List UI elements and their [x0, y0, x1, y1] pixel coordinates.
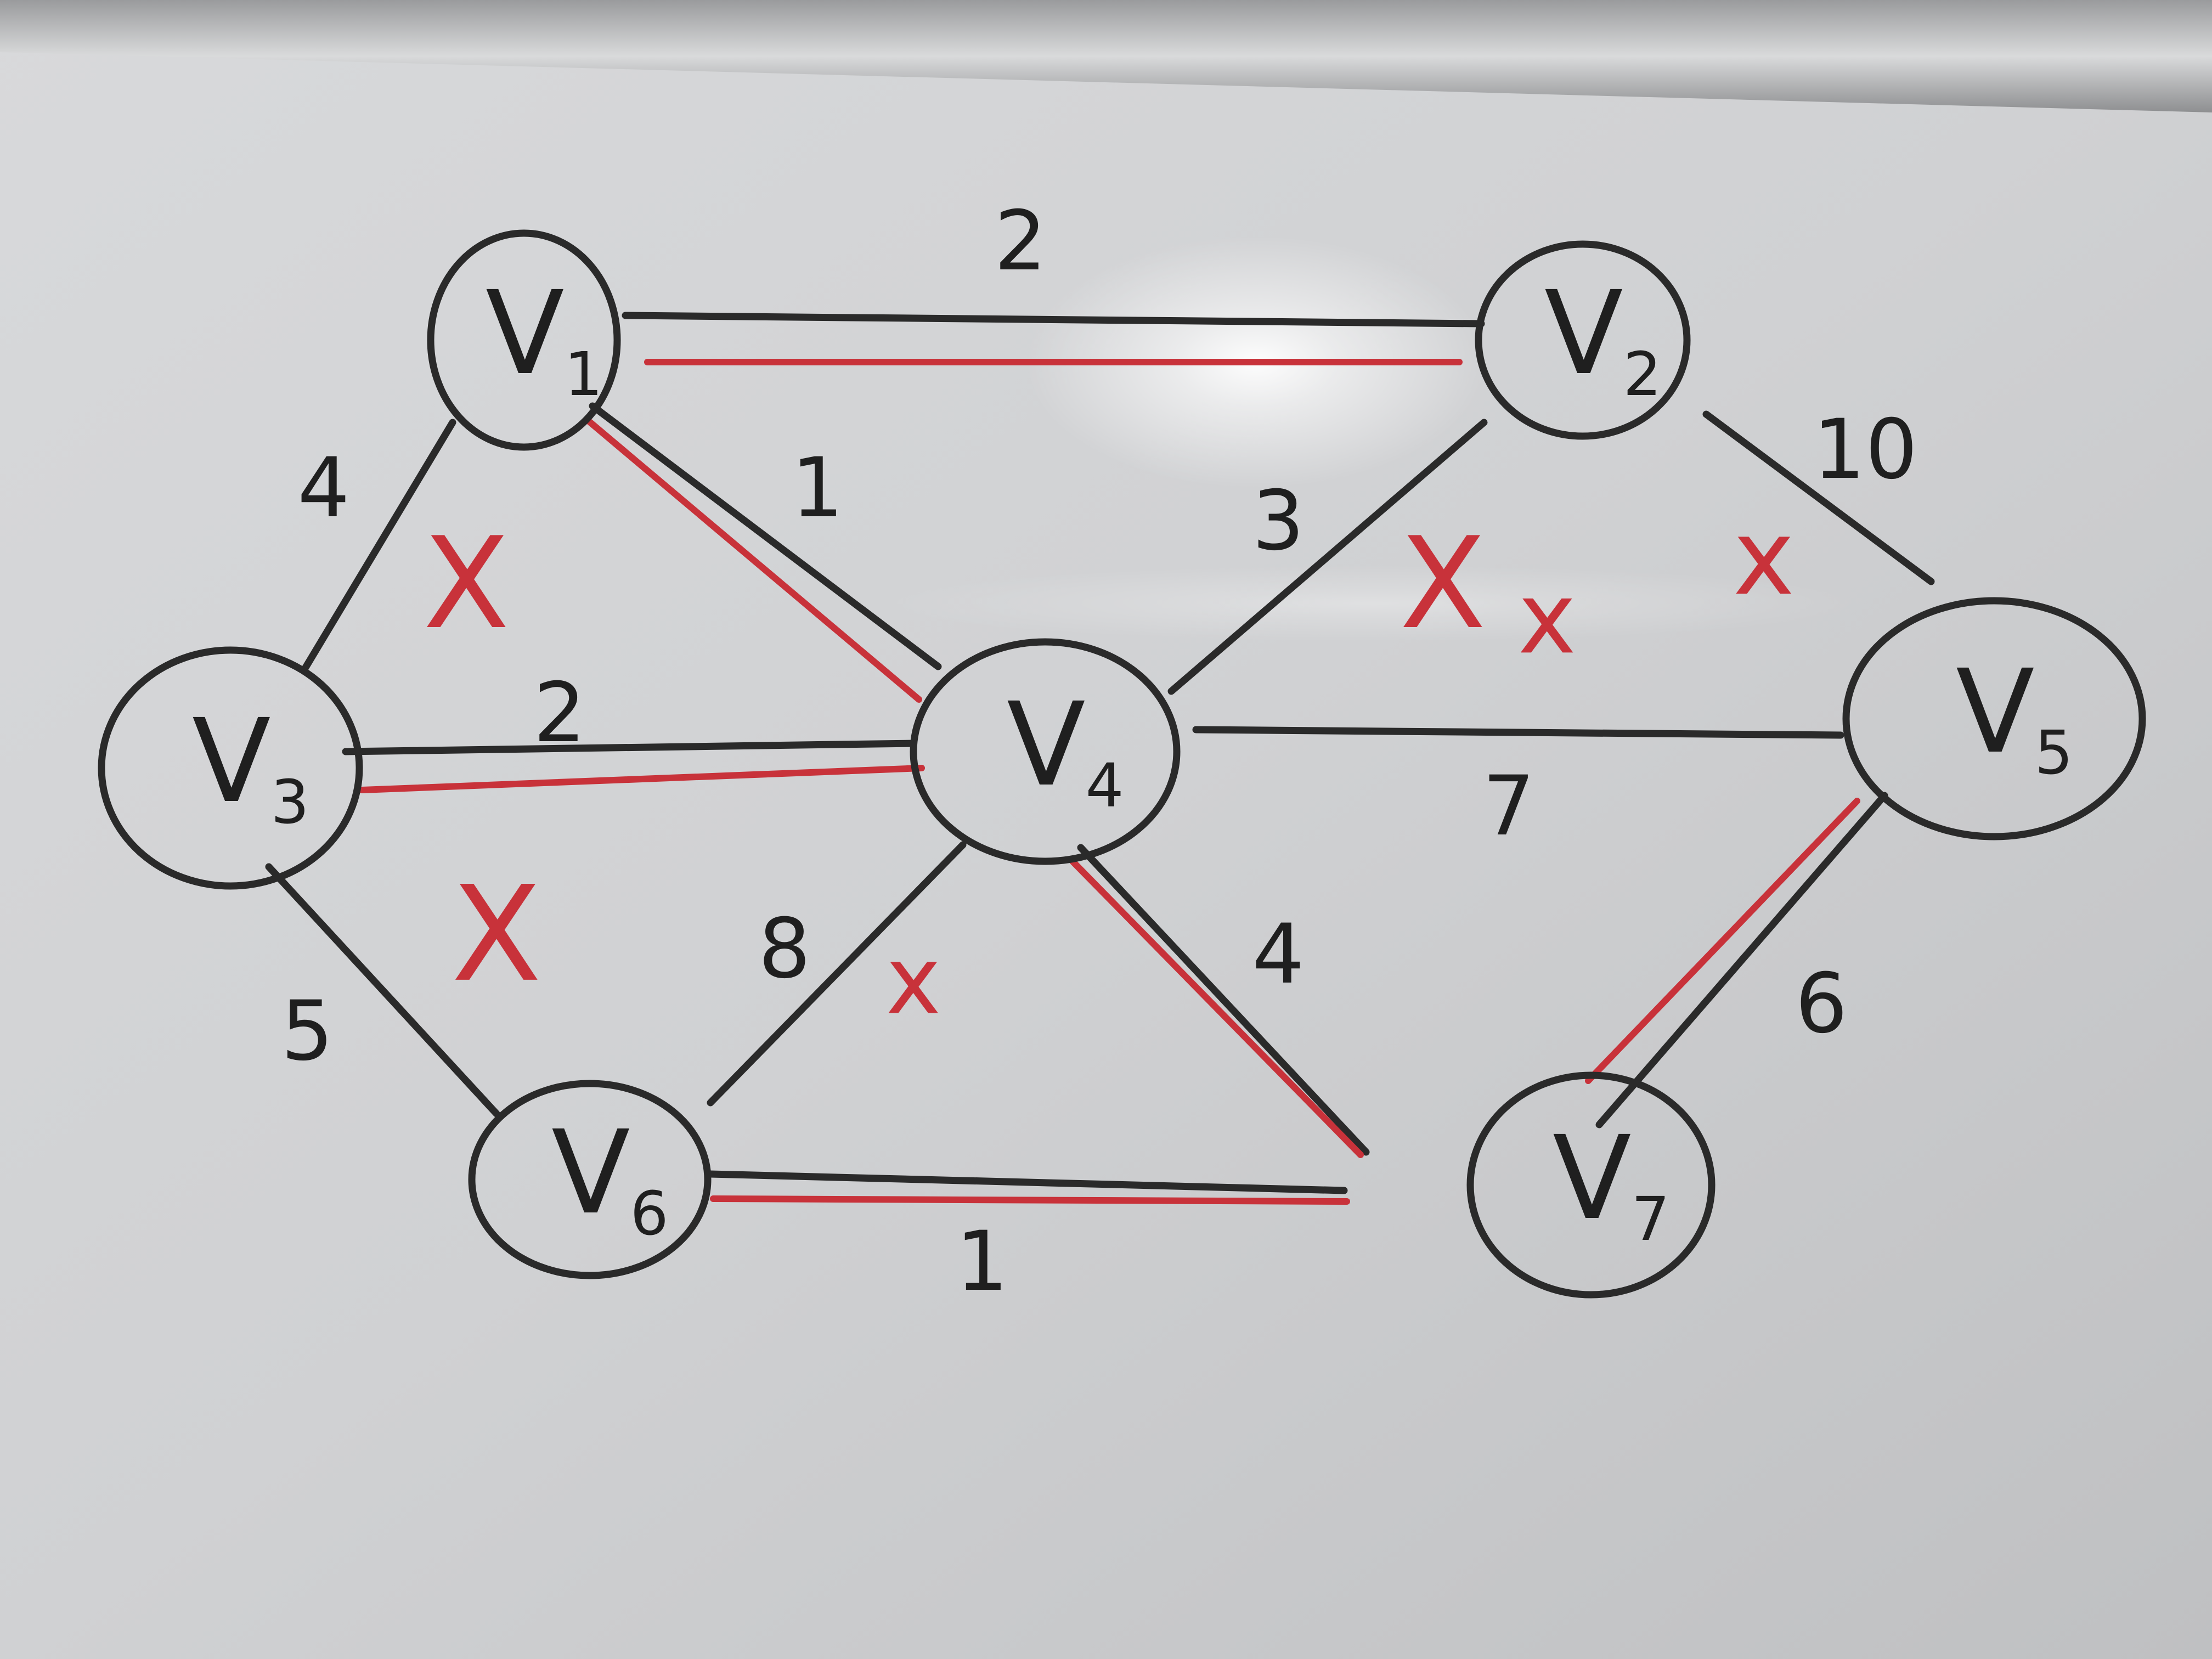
node-v3: V3: [98, 646, 363, 890]
edge-v2-v5: [1702, 410, 1935, 585]
edge-weight-v1-v2: 2: [994, 194, 1046, 289]
tree-highlight-v5-v7: [1585, 798, 1860, 1084]
edge-weight-v3-v4: 2: [533, 665, 585, 761]
node-subscript-v3: 3: [271, 767, 309, 837]
edge-v4-v5: [1192, 726, 1844, 739]
edge-v4-v6: [707, 841, 967, 1107]
edge-v1-v3: [301, 419, 456, 673]
edges-layer: 2 4 1 2 3 10 7 5 8 4 1 6: [265, 194, 1935, 1310]
edge-weight-v2-v5: 10: [1813, 402, 1918, 498]
node-label-v7: V7: [1553, 1111, 1670, 1254]
edge-v2-v4: [1167, 419, 1488, 695]
tree-highlight-v4-v7: [1069, 858, 1364, 1158]
edge-v6-v7: [707, 1170, 1348, 1194]
rejection-mark-v3-v6: X: [452, 857, 541, 1011]
node-v5: V5: [1842, 597, 2146, 840]
node-v4: V4: [910, 638, 1181, 865]
node-v7: V7: [1466, 1071, 1716, 1299]
edge-v4-v7: [1077, 844, 1370, 1156]
node-letter-v3: V: [192, 694, 271, 828]
edge-v3-v4: [342, 740, 917, 755]
node-subscript-v2: 2: [1623, 339, 1662, 409]
node-subscript-v6: 6: [630, 1178, 669, 1249]
edge-weight-v4-v7: 4: [1252, 907, 1304, 1002]
rejection-mark-v4-v6: x: [886, 927, 941, 1035]
rejection-mark-v2-v4-b: x: [1518, 561, 1577, 676]
node-label-v4: V4: [1007, 678, 1124, 821]
node-label-v6: V6: [551, 1105, 669, 1249]
edge-weight-v5-v7: 6: [1795, 956, 1847, 1052]
rejection-mark-v2-v5: x: [1733, 497, 1795, 618]
node-subscript-v5: 5: [2035, 718, 2073, 788]
node-letter-v1: V: [486, 266, 565, 400]
node-circle-v5: [1842, 597, 2146, 840]
node-v1: V1: [427, 229, 621, 451]
tree-highlight-v6-v7: [710, 1195, 1350, 1205]
node-label-v2: V2: [1544, 266, 1662, 409]
rejection-mark-v2-v4-a: X: [1400, 511, 1486, 657]
node-letter-v6: V: [551, 1105, 630, 1240]
edge-v3-v6: [265, 863, 500, 1118]
tree-highlight-v3-v4: [359, 765, 925, 793]
node-letter-v7: V: [1553, 1111, 1632, 1245]
node-circle-v4: [910, 638, 1181, 865]
edge-weight-v1-v3: 4: [297, 441, 349, 536]
rejection-mark-v1-v3: X: [423, 511, 510, 657]
node-circle-v7: [1466, 1071, 1716, 1299]
node-circle-v3: [98, 646, 363, 890]
node-letter-v4: V: [1007, 678, 1086, 812]
edge-v1-v4: [589, 402, 942, 670]
node-circle-v6: [468, 1080, 712, 1279]
node-subscript-v4: 4: [1086, 751, 1124, 821]
node-circle-v1: [427, 229, 621, 451]
board-frame-top: [0, 0, 2212, 112]
node-label-v3: V3: [192, 694, 309, 837]
node-letter-v2: V: [1544, 266, 1623, 400]
edge-weight-v6-v7: 1: [956, 1214, 1008, 1310]
node-label-v5: V5: [1956, 645, 2073, 788]
edge-weight-v3-v6: 5: [281, 984, 333, 1079]
node-circle-v2: [1475, 240, 1691, 440]
node-v2: V2: [1475, 240, 1691, 440]
node-v6: V6: [468, 1080, 712, 1279]
tree-highlight-v1-v4: [584, 416, 922, 703]
node-letter-v5: V: [1956, 645, 2035, 779]
node-label-v1: V1: [486, 266, 603, 409]
light-glare-streak: [878, 565, 1865, 642]
edge-weight-v1-v4: 1: [791, 441, 843, 536]
edge-weight-v2-v4: 3: [1252, 473, 1304, 569]
node-subscript-v1: 1: [565, 339, 603, 409]
edge-weight-v4-v6: 8: [758, 901, 810, 997]
edge-v1-v2: [622, 312, 1485, 328]
node-subscript-v7: 7: [1632, 1184, 1670, 1254]
edge-weight-v4-v5: 7: [1482, 759, 1534, 854]
edge-v5-v7: [1595, 792, 1888, 1128]
